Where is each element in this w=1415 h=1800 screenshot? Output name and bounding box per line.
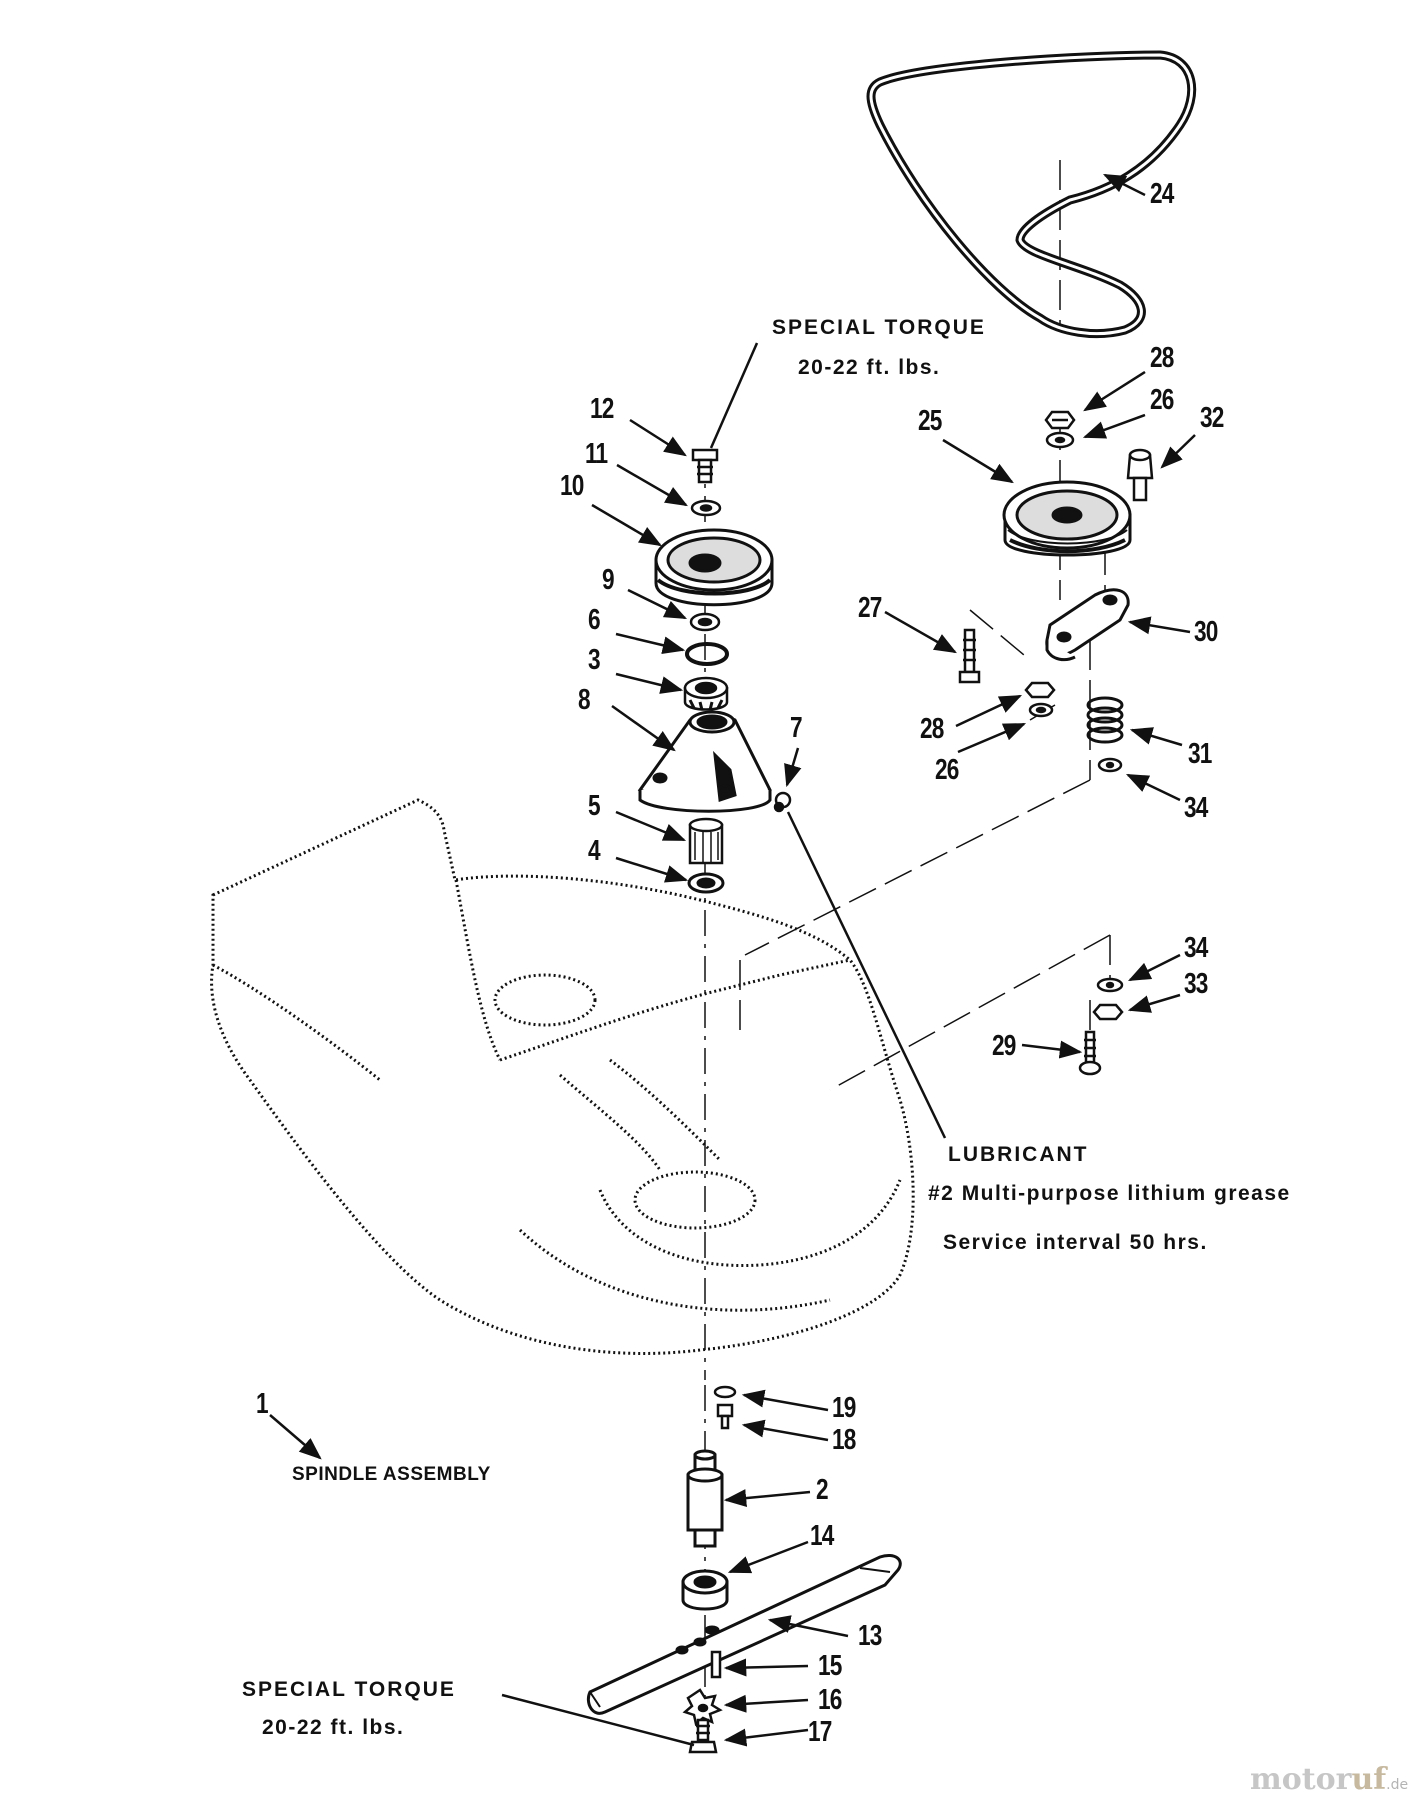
part-14-bearing xyxy=(681,1569,729,1611)
part-27-bolt xyxy=(958,628,981,684)
part-26-washer-upper xyxy=(1045,431,1075,449)
callout-33: 33 xyxy=(1184,968,1208,1000)
callout-28-lower: 28 xyxy=(920,713,944,745)
callout-34: 34 xyxy=(1184,792,1208,824)
part-12-cap-screw xyxy=(691,448,719,484)
callout-26: 26 xyxy=(1150,384,1174,416)
watermark-main: motor xyxy=(1250,1762,1352,1797)
callout-16: 16 xyxy=(818,1684,842,1716)
part-17-cap-screw xyxy=(688,1718,718,1754)
callout-10: 10 xyxy=(560,470,584,502)
part-15-pin xyxy=(710,1650,722,1679)
part-33-nut xyxy=(1092,1003,1124,1021)
torque-bottom-title: SPECIAL TORQUE xyxy=(242,1678,456,1701)
part-29-bolt xyxy=(1078,1030,1102,1076)
mower-deck-housing xyxy=(210,798,915,1355)
callout-26-lower: 26 xyxy=(935,754,959,786)
leader-arrows xyxy=(269,173,1196,1747)
lubricant-spec: #2 Multi-purpose lithium grease xyxy=(928,1182,1291,1205)
part-25-idler-pulley xyxy=(1002,480,1132,557)
callout-14: 14 xyxy=(810,1520,834,1552)
callout-31: 31 xyxy=(1188,738,1212,770)
part-32-shoulder-bolt xyxy=(1126,448,1154,502)
part-19-washer xyxy=(713,1385,737,1399)
part-11-washer xyxy=(690,499,722,517)
part-28-nut-lower xyxy=(1024,681,1056,699)
lubricant-title: LUBRICANT xyxy=(948,1143,1089,1166)
torque-top-title: SPECIAL TORQUE xyxy=(772,316,986,339)
callout-27: 27 xyxy=(858,592,882,624)
part-10-drive-pulley xyxy=(654,528,774,607)
callout-18: 18 xyxy=(832,1424,856,1456)
part-34-washer-upper xyxy=(1097,757,1123,773)
torque-bottom-value: 20-22 ft. lbs. xyxy=(262,1716,405,1739)
torque-top-value: 20-22 ft. lbs. xyxy=(798,356,941,379)
part-24-belt xyxy=(866,50,1197,339)
part-2-spindle-shaft xyxy=(686,1449,724,1548)
callout-17: 17 xyxy=(808,1716,832,1748)
part-9-washer xyxy=(689,612,721,632)
callout-6: 6 xyxy=(588,604,601,636)
callout-7: 7 xyxy=(790,712,803,744)
part-3-bearing xyxy=(683,676,729,711)
callout-32: 32 xyxy=(1200,402,1224,434)
part-31-spring xyxy=(1086,696,1124,744)
callout-29: 29 xyxy=(992,1030,1016,1062)
part-34-washer-lower xyxy=(1096,977,1124,993)
part-8-spindle-housing xyxy=(637,710,772,813)
part-18-bolt xyxy=(716,1403,734,1430)
callout-3: 3 xyxy=(588,644,601,676)
callout-4: 4 xyxy=(588,835,601,867)
callout-28: 28 xyxy=(1150,342,1174,374)
callout-13: 13 xyxy=(858,1620,882,1652)
callout-11: 11 xyxy=(585,438,608,470)
part-30-idler-arm xyxy=(1045,588,1130,662)
callout-30: 30 xyxy=(1194,616,1218,648)
callout-1: 1 xyxy=(256,1388,269,1420)
part-13-blade xyxy=(586,1554,902,1715)
part-5-bushing xyxy=(688,817,724,865)
callout-19: 19 xyxy=(832,1392,856,1424)
spindle-assembly-label: SPINDLE ASSEMBLY xyxy=(292,1464,491,1485)
callout-12: 12 xyxy=(590,393,614,425)
callout-34-lower: 34 xyxy=(1184,932,1208,964)
callout-2: 2 xyxy=(816,1474,829,1506)
callout-5: 5 xyxy=(588,790,601,822)
watermark-tld: .de xyxy=(1386,1777,1409,1793)
part-7-grease-fitting xyxy=(773,791,792,813)
watermark-logo: motoruf.de xyxy=(1250,1762,1408,1797)
lubricant-interval: Service interval 50 hrs. xyxy=(943,1231,1208,1254)
callout-9: 9 xyxy=(602,564,615,596)
watermark-accent: uf xyxy=(1351,1762,1387,1797)
callout-24: 24 xyxy=(1150,178,1174,210)
part-4-washer xyxy=(687,872,725,894)
part-26-washer-lower xyxy=(1028,702,1054,718)
part-28-nut-upper xyxy=(1044,410,1076,430)
callout-8: 8 xyxy=(578,684,591,716)
callout-15: 15 xyxy=(818,1650,842,1682)
callout-25: 25 xyxy=(918,405,942,437)
part-6-snap-ring xyxy=(685,642,729,666)
